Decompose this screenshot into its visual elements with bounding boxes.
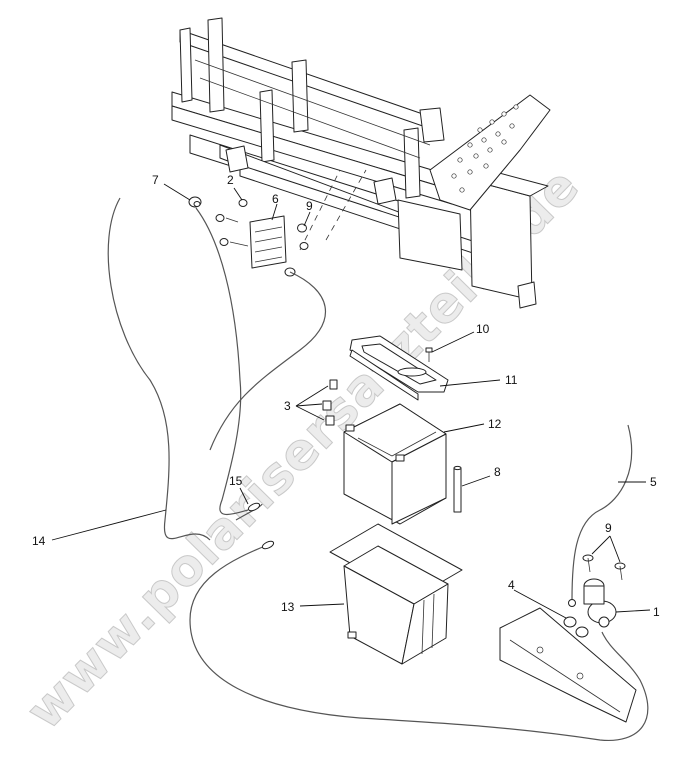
callout-7: 7 [152,173,159,187]
screw-10 [425,347,433,362]
callout-10: 10 [476,322,490,336]
cable-5 [571,424,633,601]
callout-2: 2 [227,173,234,187]
fasteners-3 [322,379,338,426]
callout-12: 12 [488,417,502,431]
callout-3: 3 [284,399,291,413]
mounting-bracket [499,607,637,723]
frame-assembly [171,17,551,309]
callout-15: 15 [229,474,243,488]
cables [107,197,649,742]
plate-holes [451,104,519,193]
solenoid-1 [583,578,617,628]
hold-down-11 [349,335,449,401]
battery-box-13 [329,523,463,665]
battery-12 [343,403,447,525]
nut-4 [563,616,589,638]
callout-8: 8 [494,465,501,479]
terminal-hardware [188,196,309,277]
callout-4: 4 [508,578,515,592]
tube-8 [453,465,462,513]
callout-1: 1 [653,605,660,619]
callout-5: 5 [650,475,657,489]
nut-7 [188,196,202,208]
bolt-2 [215,199,249,247]
callout-11: 11 [505,373,518,387]
terminal-block-6 [249,215,287,269]
callout-14: 14 [32,534,46,548]
cable-14 [107,197,211,541]
callouts: 7 2 6 9 10 11 3 12 8 15 14 5 [32,173,660,619]
callout-6: 6 [272,192,279,206]
callout-9-upper: 9 [306,199,313,213]
screws-9-lower [582,554,626,581]
callout-9-lower: 9 [605,521,612,535]
callout-13: 13 [281,600,295,614]
